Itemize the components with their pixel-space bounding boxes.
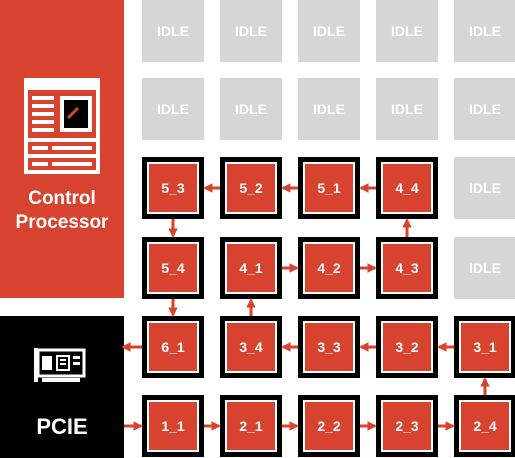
tile-r4c3-label: 3_2 bbox=[381, 321, 433, 373]
tile-r4c1: 3_4 bbox=[220, 316, 282, 378]
tile-r2c0: 5_3 bbox=[142, 157, 204, 219]
tile-r5c1-label: 2_1 bbox=[225, 400, 277, 452]
tile-r5c0-label: 1_1 bbox=[147, 400, 199, 452]
tile-r3c0: 5_4 bbox=[142, 237, 204, 299]
control-processor-panel: Control Processor bbox=[0, 0, 124, 298]
tile-r4c4-label: 3_1 bbox=[459, 321, 511, 373]
tile-r3c2: 4_2 bbox=[298, 237, 360, 299]
tile-r2c3: 4_4 bbox=[376, 157, 438, 219]
tile-r2c3-label: 4_4 bbox=[381, 162, 433, 214]
tile-r1c0: IDLE bbox=[142, 78, 204, 140]
tile-r4c1-label: 3_4 bbox=[225, 321, 277, 373]
tile-r5c4: 2_4 bbox=[454, 395, 515, 457]
tile-r2c1-label: 5_2 bbox=[225, 162, 277, 214]
tile-r2c0-label: 5_3 bbox=[147, 162, 199, 214]
control-processor-label-line1: Control bbox=[28, 188, 96, 209]
tile-r1c2: IDLE bbox=[298, 78, 360, 140]
tile-r1c1: IDLE bbox=[220, 78, 282, 140]
tile-r3c3: 4_3 bbox=[376, 237, 438, 299]
tile-r4c0-label: 6_1 bbox=[147, 321, 199, 373]
tile-r3c4: IDLE bbox=[454, 237, 515, 299]
tile-r5c3-label: 2_3 bbox=[381, 400, 433, 452]
tile-r4c3: 3_2 bbox=[376, 316, 438, 378]
tile-r0c2: IDLE bbox=[298, 0, 360, 62]
tile-r3c3-label: 4_3 bbox=[381, 242, 433, 294]
tile-r1c3: IDLE bbox=[376, 78, 438, 140]
tile-r4c0: 6_1 bbox=[142, 316, 204, 378]
tile-r5c4-label: 2_4 bbox=[459, 400, 511, 452]
pcie-label: PCIE bbox=[36, 414, 88, 439]
tile-r0c0: IDLE bbox=[142, 0, 204, 62]
tile-r5c2-label: 2_2 bbox=[303, 400, 355, 452]
tile-r5c2: 2_2 bbox=[298, 395, 360, 457]
tile-r2c2: 5_1 bbox=[298, 157, 360, 219]
tile-r2c4: IDLE bbox=[454, 157, 515, 219]
tile-r2c1: 5_2 bbox=[220, 157, 282, 219]
tile-r3c1: 4_1 bbox=[220, 237, 282, 299]
tile-r5c0: 1_1 bbox=[142, 395, 204, 457]
tile-r4c2-label: 3_3 bbox=[303, 321, 355, 373]
control-processor-label-line2: Processor bbox=[15, 212, 109, 233]
tile-r0c3: IDLE bbox=[376, 0, 438, 62]
tile-r3c1-label: 4_1 bbox=[225, 242, 277, 294]
tile-r1c4: IDLE bbox=[454, 78, 515, 140]
pcie-card-icon bbox=[34, 348, 86, 382]
tile-r4c4: 3_1 bbox=[454, 316, 515, 378]
tile-r0c4: IDLE bbox=[454, 0, 515, 62]
tile-r5c3: 2_3 bbox=[376, 395, 438, 457]
pcie-panel: PCIE bbox=[0, 316, 124, 458]
tile-r4c2: 3_3 bbox=[298, 316, 360, 378]
tile-r3c0-label: 5_4 bbox=[147, 242, 199, 294]
tile-r3c2-label: 4_2 bbox=[303, 242, 355, 294]
server-rack-icon bbox=[24, 78, 100, 174]
tile-r5c1: 2_1 bbox=[220, 395, 282, 457]
tile-r0c1: IDLE bbox=[220, 0, 282, 62]
tile-r2c2-label: 5_1 bbox=[303, 162, 355, 214]
